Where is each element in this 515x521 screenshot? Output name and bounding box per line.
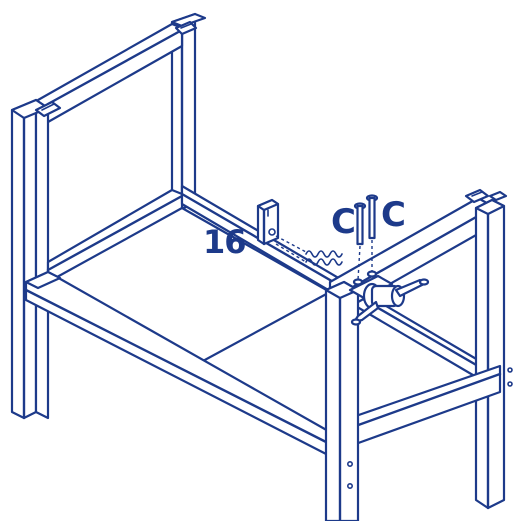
front-left-leg	[10, 98, 50, 420]
bolt-holes	[352, 270, 378, 286]
spring	[275, 235, 343, 266]
front-right-leg	[324, 280, 360, 521]
part-16-clamp	[256, 198, 280, 246]
slot-tab-front-left	[34, 100, 62, 118]
bolt-c-right	[365, 194, 379, 272]
barrel-connector	[348, 274, 430, 326]
callout-part-16: 16	[203, 223, 247, 261]
bolt-c-left	[353, 202, 367, 281]
front-long-rail	[24, 270, 332, 458]
callout-bolt-c-right: C	[381, 195, 406, 235]
slot-tab-rear-left	[174, 20, 198, 36]
callout-bolt-c-left: C	[331, 202, 356, 242]
leg-screw-holes	[346, 367, 513, 489]
slot-tab-rear-right	[464, 188, 508, 204]
rear-right-leg	[474, 198, 506, 510]
shelf-panel	[46, 206, 332, 370]
